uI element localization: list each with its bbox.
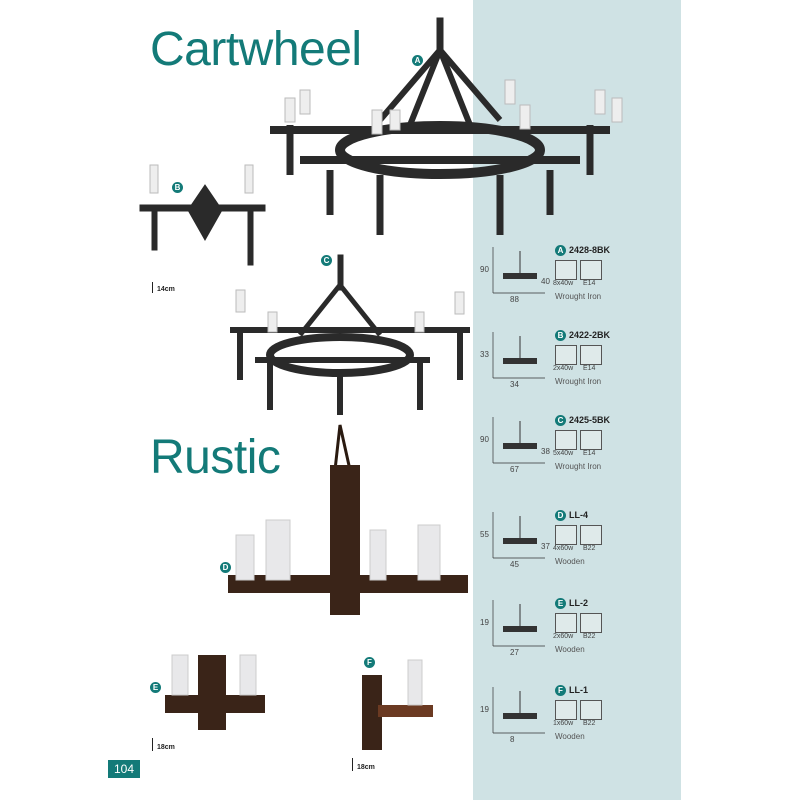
candle-bulb-icon	[555, 260, 577, 280]
spec-letter-badge: B	[555, 330, 566, 341]
material: Wrought Iron	[555, 292, 602, 301]
candle-bulb-icon	[555, 613, 577, 633]
label-f: F	[364, 657, 375, 668]
lamp-cap-icon	[580, 345, 602, 365]
wall-light-b-image	[139, 164, 266, 266]
material: Wooden	[555, 645, 585, 654]
material: Wooden	[555, 732, 585, 741]
drop-label: 38	[541, 447, 550, 456]
product-code: LL-1	[569, 685, 588, 695]
width-label: 27	[510, 648, 519, 657]
chandelier-a-image	[270, 17, 610, 235]
dimension-sketch	[492, 417, 545, 464]
width-label: 45	[510, 560, 519, 569]
label-d: D	[220, 562, 231, 573]
product-code: 2425-5BK	[569, 415, 611, 425]
drop-label: 37	[541, 542, 550, 551]
label-b: B	[172, 182, 183, 193]
candle-bulb-icon	[555, 430, 577, 450]
dimension-sketch	[492, 600, 545, 647]
candle-bulb-icon	[555, 525, 577, 545]
wall-light-f-image	[362, 659, 433, 750]
cap-type: E14	[583, 450, 596, 457]
lamp-cap-icon	[580, 700, 602, 720]
drop-label: 40	[541, 277, 550, 286]
candle-bulb-icon	[555, 345, 577, 365]
chandelier-d-image	[228, 424, 468, 615]
wattage: 1x60w	[553, 720, 574, 727]
cap-type: E14	[583, 365, 596, 372]
lamp-cap-icon	[580, 430, 602, 450]
spec-letter-badge: D	[555, 510, 566, 521]
wattage: 8x40w	[553, 280, 574, 287]
dimension-sketch	[492, 512, 545, 559]
lamp-cap-icon	[580, 260, 602, 280]
wall-light-e-image	[165, 654, 265, 730]
spec-letter-badge: C	[555, 415, 566, 426]
label-c: C	[321, 255, 332, 266]
material: Wrought Iron	[555, 462, 602, 471]
product-code: 2428-8BK	[569, 245, 611, 255]
wattage: 2x60w	[553, 633, 574, 640]
width-label: 67	[510, 465, 519, 474]
material: Wrought Iron	[555, 377, 602, 386]
wattage: 5x40w	[553, 450, 574, 457]
width-label: 34	[510, 380, 519, 389]
height-label: 55	[480, 530, 489, 539]
depth-e: 18cm	[152, 738, 175, 751]
dimension-sketch	[492, 332, 545, 379]
depth-b: 14cm	[152, 282, 175, 293]
material: Wooden	[555, 557, 585, 566]
spec-letter-badge: F	[555, 685, 566, 696]
cap-type: E14	[583, 280, 596, 287]
cap-type: B22	[583, 633, 596, 640]
height-label: 19	[480, 705, 489, 714]
height-label: 33	[480, 350, 489, 359]
product-code: 2422-2BK	[569, 330, 611, 340]
heading-rustic: Rustic	[150, 431, 281, 484]
spec-letter-badge: A	[555, 245, 566, 256]
spec-letter-badge: E	[555, 598, 566, 609]
cap-type: B22	[583, 545, 596, 552]
dimension-sketch	[492, 247, 545, 294]
chandelier-c-image	[230, 254, 470, 415]
label-e: E	[150, 682, 161, 693]
wattage: 2x40w	[553, 365, 574, 372]
height-label: 90	[480, 265, 489, 274]
product-code: LL-2	[569, 598, 588, 608]
label-a: A	[412, 55, 423, 66]
width-label: 88	[510, 295, 519, 304]
height-label: 90	[480, 435, 489, 444]
lamp-cap-icon	[580, 613, 602, 633]
dimension-sketch	[492, 687, 545, 734]
depth-f: 18cm	[352, 758, 375, 771]
product-code: LL-4	[569, 510, 588, 520]
cap-type: B22	[583, 720, 596, 727]
lamp-cap-icon	[580, 525, 602, 545]
heading-cartwheel: Cartwheel	[150, 23, 362, 76]
candle-bulb-icon	[555, 700, 577, 720]
width-label: 8	[510, 735, 515, 744]
height-label: 19	[480, 618, 489, 627]
wattage: 4x60w	[553, 545, 574, 552]
page-number: 104	[108, 760, 140, 778]
